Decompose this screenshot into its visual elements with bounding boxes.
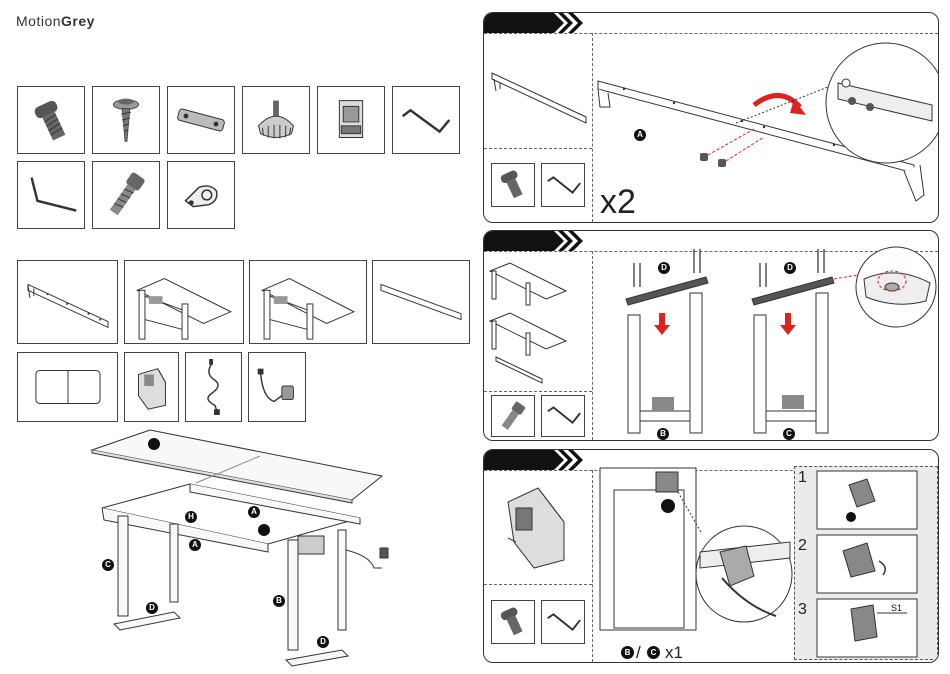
step-2-label-d-left: D (658, 262, 670, 274)
brand-logo: MotionGrey (16, 13, 95, 29)
brand-light: Motion (16, 13, 61, 29)
beam-icon (372, 260, 470, 344)
step-2-screw-icon (491, 395, 535, 437)
step-1-screw-icon (491, 163, 535, 207)
cable-clamp-icon (167, 161, 235, 229)
step-3-substeps: 1 2 3 S1 (794, 466, 938, 660)
label-d1: D (146, 602, 158, 614)
step-3-label-b: B (621, 646, 634, 659)
step-3-control-box-thumb (490, 478, 586, 578)
step-2-divider (592, 251, 593, 440)
control-box-icon (124, 352, 179, 422)
exploded-assembly-diagram: H A A C B D D (90, 428, 420, 674)
step-3-slash: / (636, 643, 641, 663)
allen-key-icon (392, 86, 460, 154)
step-3-divider (592, 470, 593, 662)
step-1-divider-top (484, 33, 938, 34)
step-3-allen-key-icon (541, 600, 585, 644)
step-1-divider-left (484, 148, 592, 149)
step-3-panel: B / C x1 1 2 3 S1 (483, 449, 939, 663)
desktop-board-icon (17, 352, 118, 422)
brand-bold: Grey (61, 13, 95, 29)
step-3-quantity: x1 (665, 643, 683, 663)
step-1-panel: x2 A (483, 12, 939, 223)
label-d2: D (317, 636, 329, 648)
step-3-frame-diagram (596, 466, 796, 644)
flat-plate-icon (167, 86, 235, 154)
step-1-allen-key-icon (541, 163, 585, 207)
step-1-divider (592, 33, 593, 222)
step-3-screw-icon (491, 600, 535, 644)
power-adapter-icon (248, 352, 306, 422)
socket-screw-icon (92, 161, 160, 229)
label-c: C (102, 559, 114, 571)
hand-controller-cable-icon (185, 352, 242, 422)
step-3-banner (484, 450, 584, 470)
step-1-banner (484, 13, 584, 33)
step-2-divider-left (484, 391, 592, 392)
step-1-label-a: A (634, 129, 646, 141)
levelling-foot-icon (242, 86, 310, 154)
step-2-banner (484, 231, 584, 251)
step-2-parts-thumb (486, 253, 590, 387)
leg-frame-right-icon (249, 260, 367, 344)
step-1-diagram: A (594, 37, 938, 223)
step-2-label-c: C (783, 428, 795, 440)
crossbar-icon (17, 260, 118, 344)
label-a2: A (189, 539, 201, 551)
step-1-crossbar-thumb (486, 65, 590, 145)
label-b: B (273, 595, 285, 607)
wood-screw-icon (92, 86, 160, 154)
substep-1-number: 1 (798, 469, 807, 487)
button-head-screw-icon (17, 86, 85, 154)
substep-3-s1-label: S1 (891, 603, 902, 613)
step-3-divider-left (484, 584, 592, 585)
leg-frame-left-icon (124, 260, 244, 344)
long-allen-key-icon (17, 161, 85, 229)
substep-3-number: 3 (798, 601, 807, 619)
step-2-allen-key-icon (541, 395, 585, 437)
label-h: H (185, 511, 197, 523)
label-a1: A (248, 506, 260, 518)
step-2-label-d-right: D (784, 262, 796, 274)
step-2-panel: D D B C (483, 230, 939, 441)
step-3-label-c: C (647, 646, 660, 659)
step-2-label-b: B (657, 428, 669, 440)
substep-2-number: 2 (798, 537, 807, 555)
step-2-diagram: D D B C (596, 245, 938, 441)
clip-bracket-icon (317, 86, 385, 154)
